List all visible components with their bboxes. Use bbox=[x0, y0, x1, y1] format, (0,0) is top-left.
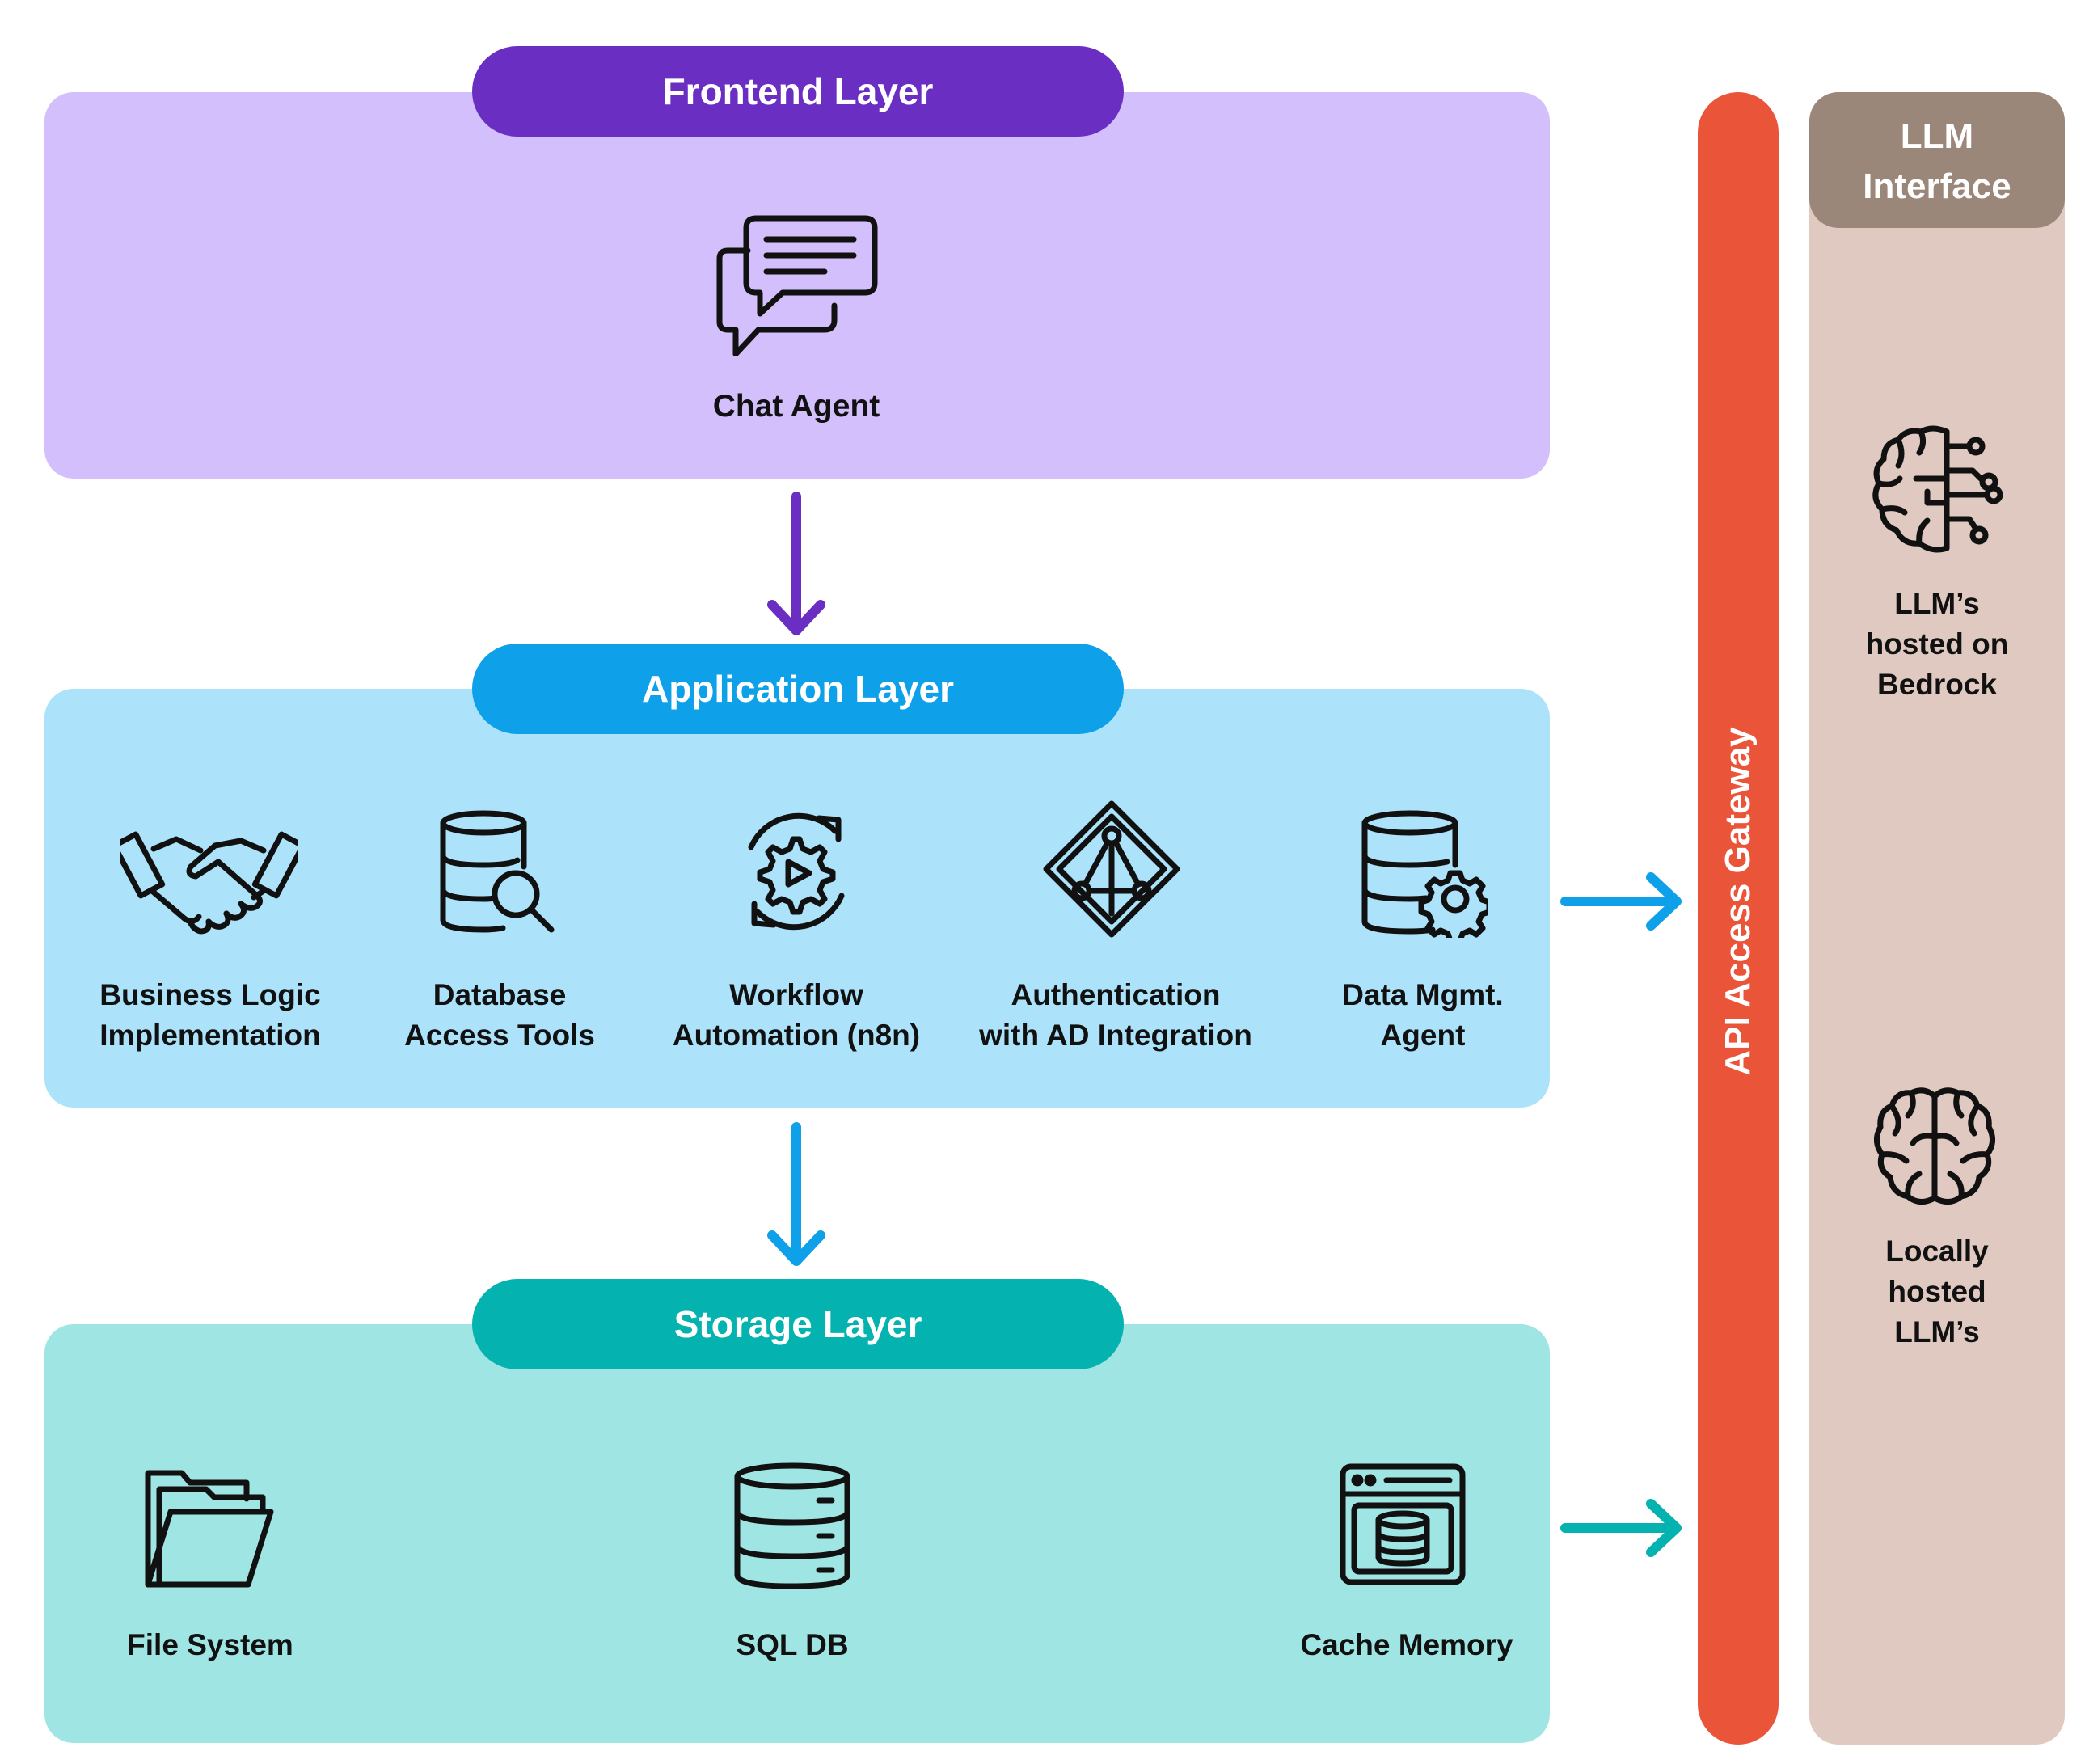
server-database-icon bbox=[732, 1462, 853, 1591]
arrow-frontend-to-application bbox=[764, 492, 829, 639]
arrow-application-to-gateway bbox=[1560, 869, 1686, 934]
arrow-application-to-storage bbox=[764, 1122, 829, 1269]
chat-icon bbox=[711, 210, 881, 356]
business-logic-label: Business Logic Implementation bbox=[99, 978, 321, 1052]
database-search-icon bbox=[437, 808, 558, 934]
arrow-storage-to-gateway bbox=[1560, 1496, 1686, 1560]
handshake-icon bbox=[120, 817, 298, 938]
llm-interface-panel bbox=[1809, 92, 2065, 1745]
folder-icon bbox=[141, 1463, 275, 1589]
llm-interface-title: LLM Interface bbox=[1863, 116, 2011, 206]
sql-db-label: SQL DB bbox=[736, 1628, 849, 1661]
workflow-automation-label: Workflow Automation (n8n) bbox=[672, 978, 921, 1052]
cache-memory-label: Cache Memory bbox=[1300, 1628, 1513, 1661]
local-llm-label: Locally hosted LLM’s bbox=[1885, 1234, 1989, 1348]
brain-icon bbox=[1874, 1085, 1995, 1206]
application-layer-title: Application Layer bbox=[472, 644, 1124, 734]
chat-agent-label: Chat Agent bbox=[712, 389, 880, 424]
llm-interface-header bbox=[1809, 92, 2065, 228]
frontend-layer-panel bbox=[44, 92, 1550, 479]
data-mgmt-label: Data Mgmt. Agent bbox=[1342, 978, 1504, 1052]
bedrock-llm-label: LLM’s hosted on Bedrock bbox=[1865, 587, 2009, 701]
workflow-icon bbox=[732, 807, 861, 936]
storage-layer-panel bbox=[44, 1324, 1550, 1743]
authentication-icon bbox=[1043, 800, 1180, 938]
frontend-layer-title: Frontend Layer bbox=[472, 46, 1124, 137]
storage-layer-title: Storage Layer bbox=[472, 1279, 1124, 1369]
api-gateway-label: API Access Gateway bbox=[1718, 727, 1758, 1076]
cache-window-icon bbox=[1338, 1462, 1467, 1587]
ai-brain-circuit-icon bbox=[1868, 422, 2005, 559]
database-gear-icon bbox=[1358, 808, 1488, 938]
authentication-label: Authentication with AD Integration bbox=[979, 978, 1252, 1052]
api-gateway-bar bbox=[1698, 92, 1779, 1745]
application-layer-panel bbox=[44, 689, 1550, 1108]
file-system-label: File System bbox=[127, 1628, 293, 1661]
database-access-label: Database Access Tools bbox=[404, 978, 595, 1052]
